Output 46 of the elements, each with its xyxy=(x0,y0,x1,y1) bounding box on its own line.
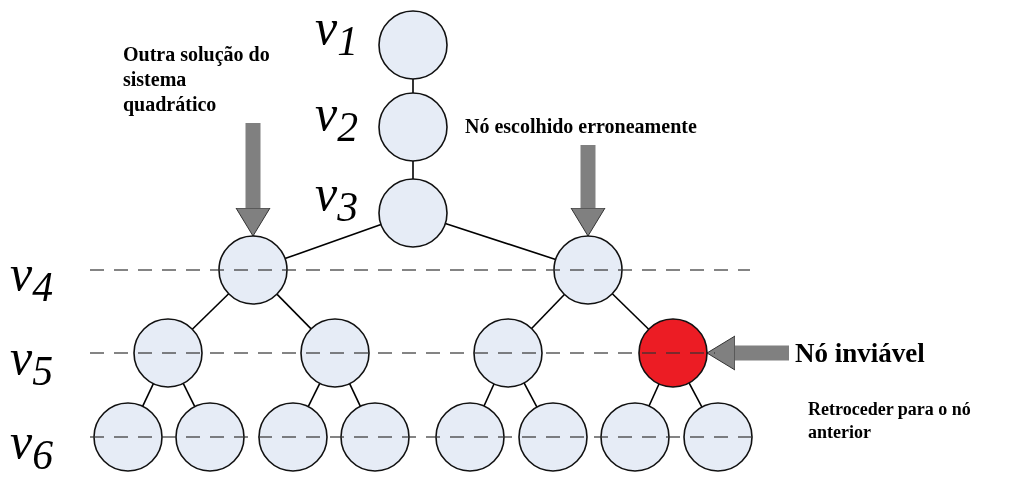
level-label: v$_{1}$ xyxy=(315,2,359,63)
tree-node xyxy=(258,402,328,472)
tree-node xyxy=(518,402,588,472)
tree-edge xyxy=(348,382,362,408)
tree-edge xyxy=(648,383,660,407)
level-label: v$_{5}$ xyxy=(10,332,54,393)
tree-edge xyxy=(530,293,566,330)
tree-node xyxy=(378,10,448,80)
tree-node xyxy=(378,178,448,248)
block-arrow xyxy=(570,145,606,237)
annotation-text: Nó escolhido erroneamente xyxy=(465,114,697,139)
tree-edge xyxy=(141,382,155,408)
tree-node xyxy=(133,318,203,388)
level-label: v$_{4}$ xyxy=(10,248,54,309)
tree-edge xyxy=(412,78,414,94)
tree-edge xyxy=(307,382,321,408)
tree-node xyxy=(473,318,543,388)
level-label: v$_{3}$ xyxy=(315,168,359,229)
level-label: v$_{2}$ xyxy=(315,88,359,149)
tree-edge xyxy=(191,292,230,331)
tree-node xyxy=(175,402,245,472)
annotation-text: Outra solução do sistema quadrático xyxy=(123,42,283,117)
tree-node xyxy=(218,235,288,305)
tree-node xyxy=(300,318,370,388)
level-label: v$_{6}$ xyxy=(10,416,54,477)
infeasible-node xyxy=(638,318,708,388)
tree-node xyxy=(378,92,448,162)
tree-edge xyxy=(611,292,650,331)
tree-edge xyxy=(523,382,538,408)
tree-edge xyxy=(412,160,414,180)
block-arrow xyxy=(706,335,789,371)
tree-edge xyxy=(444,222,557,261)
block-arrow xyxy=(235,123,271,237)
note-text: Retroceder para o nó anterior xyxy=(808,398,972,443)
tree-edge xyxy=(284,223,382,260)
tree-edge xyxy=(182,382,196,408)
tree-node xyxy=(93,402,163,472)
annotation-text: Nó inviável xyxy=(795,337,925,371)
tree-node xyxy=(553,235,623,305)
tree-edge xyxy=(688,382,703,408)
tree-node xyxy=(683,402,753,472)
tree-node xyxy=(600,402,670,472)
tree-edge xyxy=(483,383,495,407)
tree-node xyxy=(340,402,410,472)
tree-node xyxy=(435,402,505,472)
tree-edge xyxy=(276,293,312,330)
